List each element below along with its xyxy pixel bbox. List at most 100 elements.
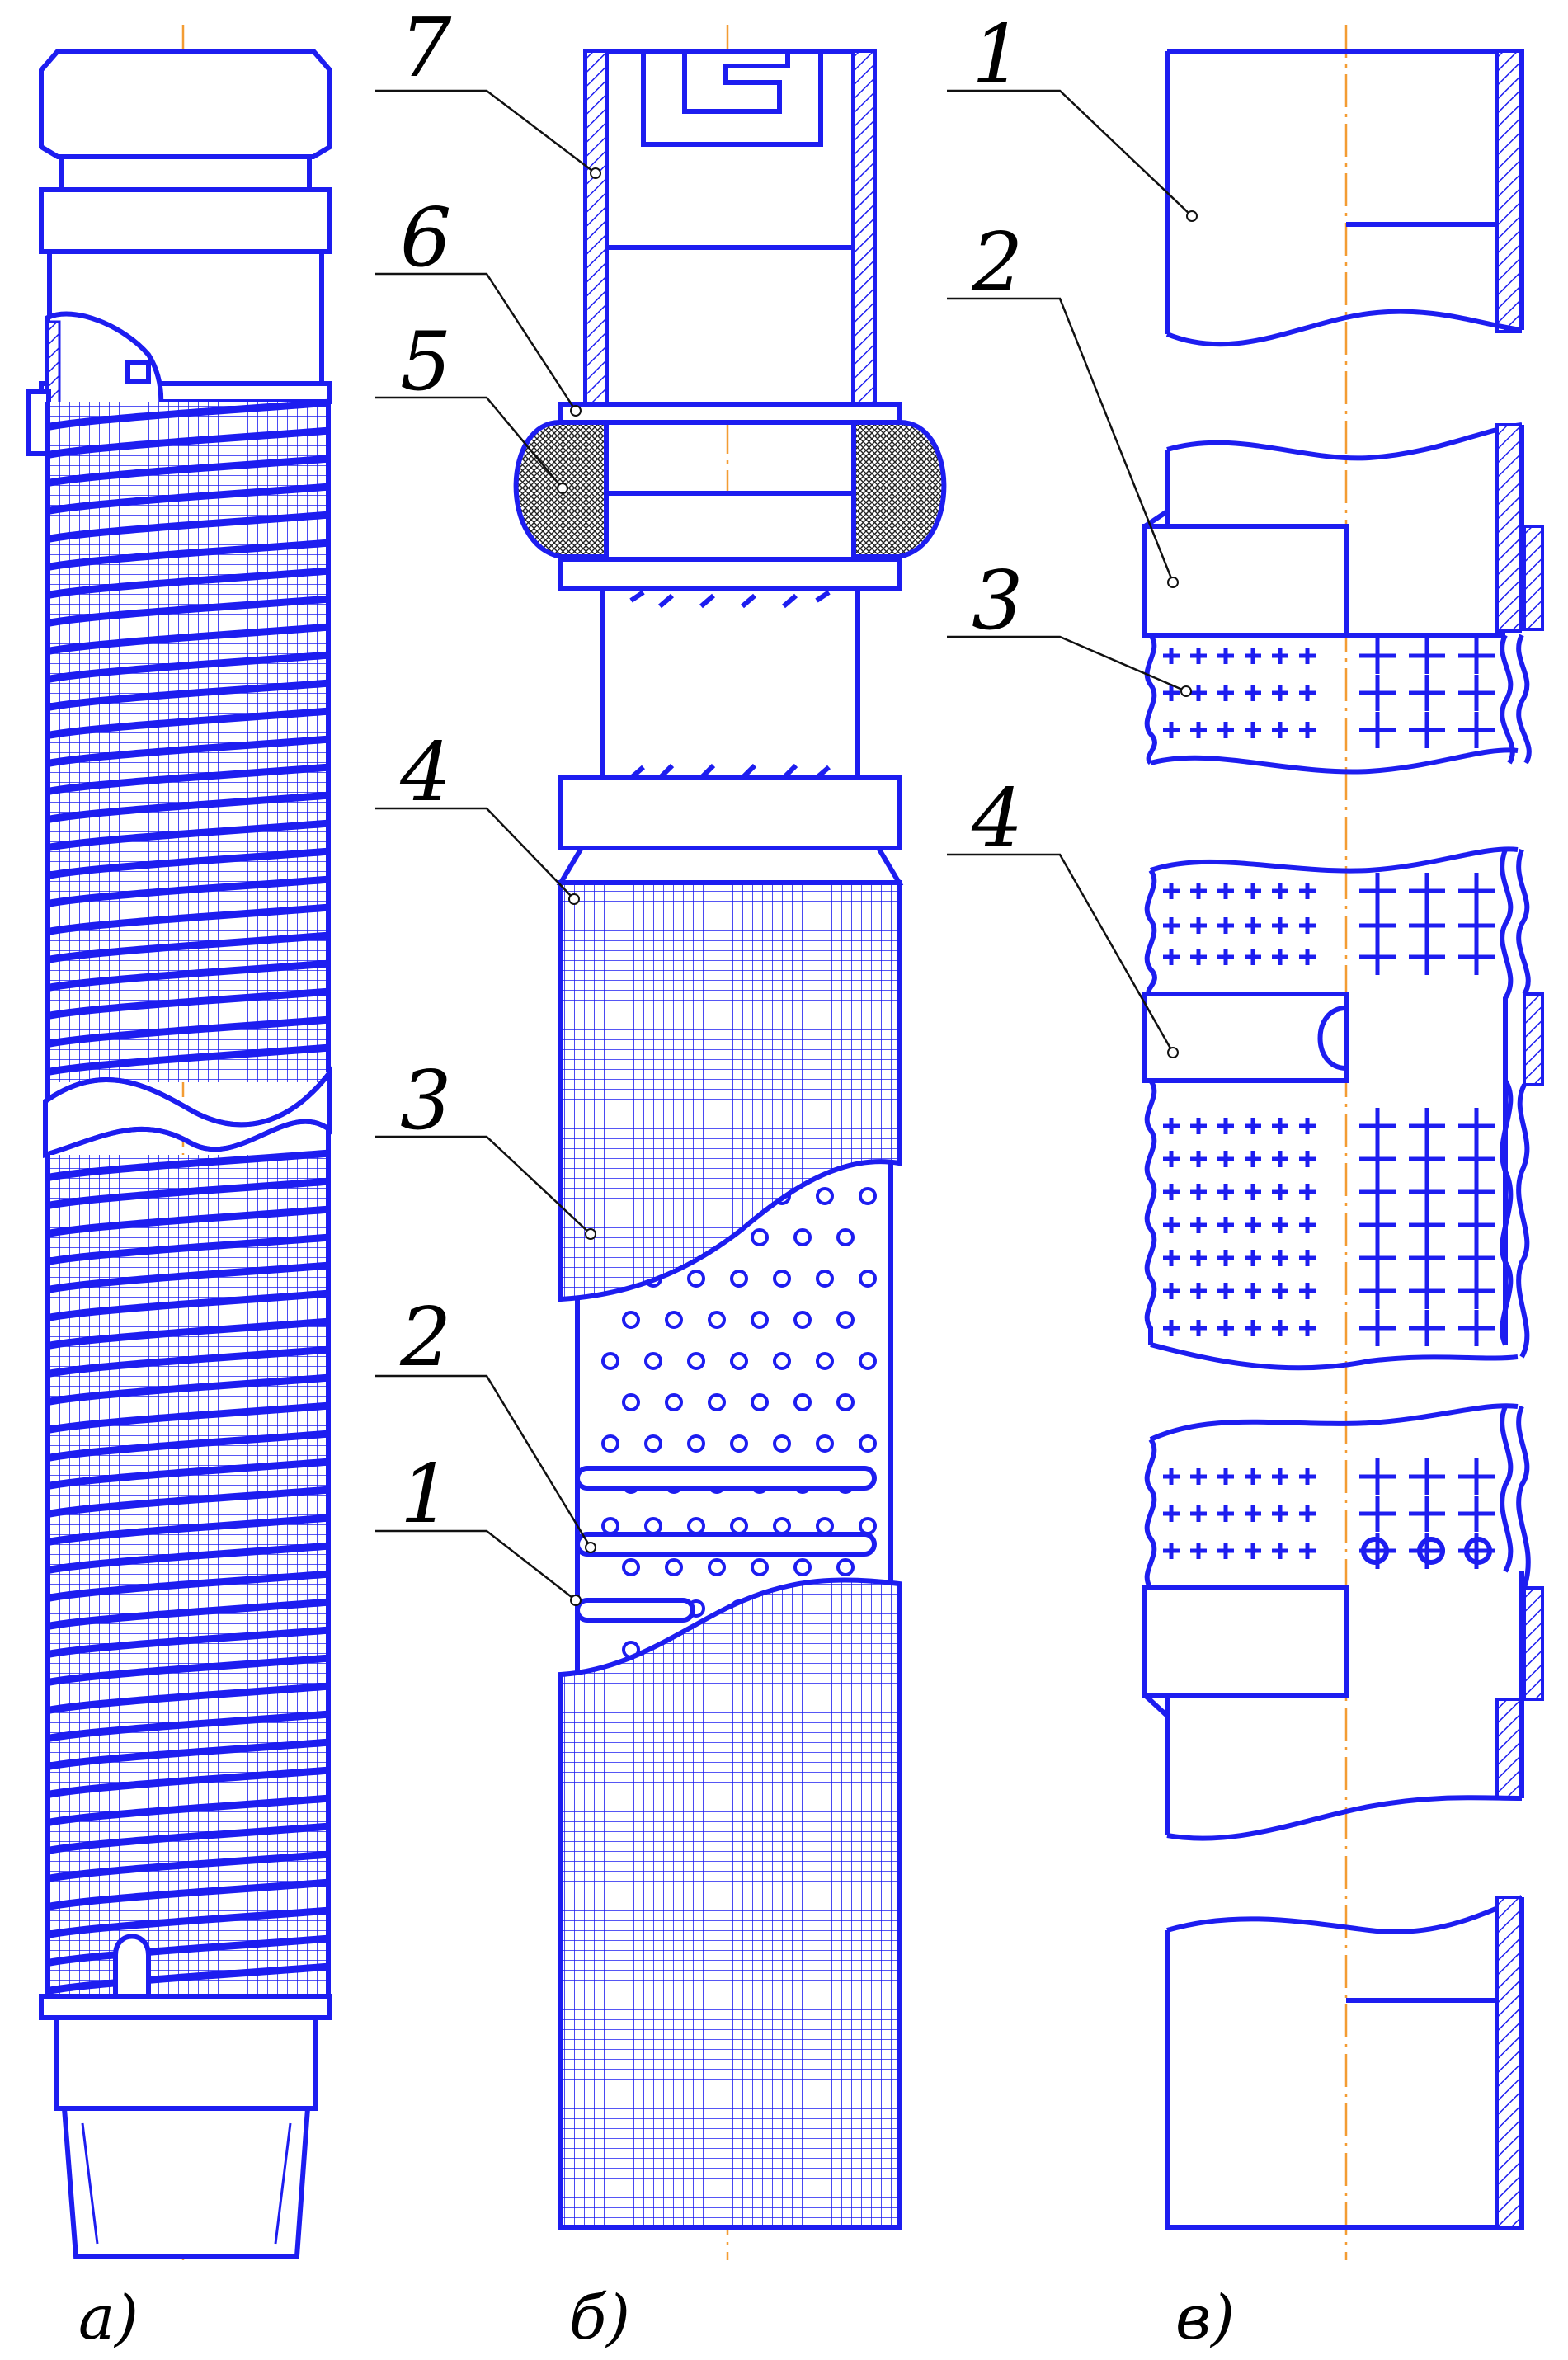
slot-cross: [1272, 1118, 1288, 1134]
view-b-tube-wall-left: [584, 49, 609, 407]
perforation-hole: [859, 1187, 877, 1205]
perforation-hole: [859, 1434, 877, 1453]
perforation-hole: [708, 1558, 726, 1576]
slot-cross-large: [1359, 675, 1396, 711]
callout-b-2: 2: [399, 1291, 451, 1385]
slot-cross: [1272, 1543, 1288, 1559]
coil-turn: [45, 1962, 331, 1995]
slot-cross: [1190, 648, 1207, 664]
slot-cross-large: [1359, 1141, 1396, 1177]
slot-cross-large: [1359, 939, 1396, 975]
coil-turn: [45, 1626, 331, 1659]
coil-turn: [45, 1233, 331, 1266]
perforation-hole: [836, 1558, 855, 1576]
coil-turn: [45, 959, 331, 992]
slot-cross-large: [1409, 1310, 1445, 1346]
slot-cross-large: [1458, 873, 1495, 909]
perforation-hole: [859, 1270, 877, 1288]
slot-cross: [1299, 1320, 1316, 1336]
perforation-hole: [859, 1352, 877, 1370]
slot-cross-large: [1458, 1108, 1495, 1144]
slot-cross: [1163, 1320, 1180, 1336]
coil-turn: [45, 623, 331, 656]
slot-cross-large: [1359, 1174, 1396, 1210]
perforation-hole: [601, 1434, 619, 1453]
coil-turn: [45, 1682, 331, 1715]
coil-turn: [45, 1289, 331, 1322]
slot-cross: [1190, 1184, 1207, 1200]
coil-turn: [45, 539, 331, 572]
coil-turn: [45, 735, 331, 768]
slot-cross: [1163, 1468, 1180, 1485]
slot-cross-large: [1458, 939, 1495, 975]
coil-turn: [45, 1043, 331, 1076]
slot-cross: [1272, 1151, 1288, 1167]
coil-turn: [45, 1430, 331, 1463]
view-a-slot-tab: [113, 1934, 151, 2015]
coil-turn: [45, 1205, 331, 1238]
view-a-bottom-ring: [39, 1994, 332, 2020]
slot-cross: [1163, 1250, 1180, 1266]
slot-cross: [1272, 1320, 1288, 1336]
view-v-section-coupling: [1142, 422, 1544, 638]
coil-turn: [45, 931, 331, 964]
perforation-hole: [751, 1393, 769, 1411]
slot-cross: [1245, 1184, 1261, 1200]
coil-turn: [45, 987, 331, 1020]
slot-cross-large: [1458, 1496, 1495, 1532]
view-v-leaders: [947, 89, 1198, 1058]
slot-cross-large: [1359, 638, 1396, 674]
perforation-hole: [708, 1311, 726, 1329]
callout-b-7: 7: [400, 2, 452, 96]
slot-cross: [1299, 1283, 1316, 1299]
slot-cross-large: [1359, 907, 1396, 944]
view-v-round-holes: [1361, 1537, 1492, 1565]
perforation-hole: [751, 1558, 769, 1576]
slot-cross: [1299, 883, 1316, 899]
view-b-spring-section: [600, 586, 860, 780]
perforation-hole: [816, 1270, 834, 1288]
view-v-section-slots-1: [1144, 633, 1519, 775]
slot-cross: [1299, 917, 1316, 934]
slot-cross: [1190, 1543, 1207, 1559]
perforation-hole: [793, 1228, 812, 1246]
callout-b-4: 4: [399, 726, 451, 820]
coil-turn: [45, 1710, 331, 1743]
perforation-hole: [793, 1393, 812, 1411]
perforation-hole: [665, 1311, 683, 1329]
slot-cross: [1217, 1283, 1234, 1299]
view-a-coils: [45, 398, 331, 1995]
slot-cross: [1190, 1118, 1207, 1134]
view-b-taper: [556, 846, 904, 885]
slot-cross: [1217, 949, 1234, 965]
slot-cross-large: [1359, 1458, 1396, 1495]
slot-cross-large: [1458, 1458, 1495, 1495]
slot-cross: [1272, 1283, 1288, 1299]
coil-turn: [45, 875, 331, 908]
slot-cross-large: [1409, 1207, 1445, 1243]
slot-cross: [1272, 685, 1288, 701]
callout-b-1: 1: [400, 1448, 451, 1542]
slot-cross-large: [1458, 1174, 1495, 1210]
slot-cross: [1163, 1118, 1180, 1134]
caption-view-a: а): [78, 2282, 139, 2353]
view-b-packer-right: [851, 419, 947, 559]
coil-turn: [45, 1015, 331, 1048]
slot-cross: [1163, 883, 1180, 899]
view-b-filter: 7 6 5 4 3 2 1: [375, 2, 947, 2260]
perforation-hole: [730, 1352, 748, 1370]
slot-cross: [1245, 1468, 1261, 1485]
slot-cross: [1163, 1151, 1180, 1167]
view-b-callout-numbers: 7 6 5 4 3 2 1: [399, 2, 452, 1542]
slot-cross: [1245, 685, 1261, 701]
slot-cross-large: [1359, 1207, 1396, 1243]
slot-cross: [1272, 1505, 1288, 1522]
slot-cross: [1190, 883, 1207, 899]
slot-cross: [1299, 1184, 1316, 1200]
coil-turn: [45, 679, 331, 712]
slot-cross: [1163, 949, 1180, 965]
slot-cross-large: [1458, 1240, 1495, 1276]
perforation-hole: [773, 1352, 791, 1370]
perforation-hole: [836, 1311, 855, 1329]
